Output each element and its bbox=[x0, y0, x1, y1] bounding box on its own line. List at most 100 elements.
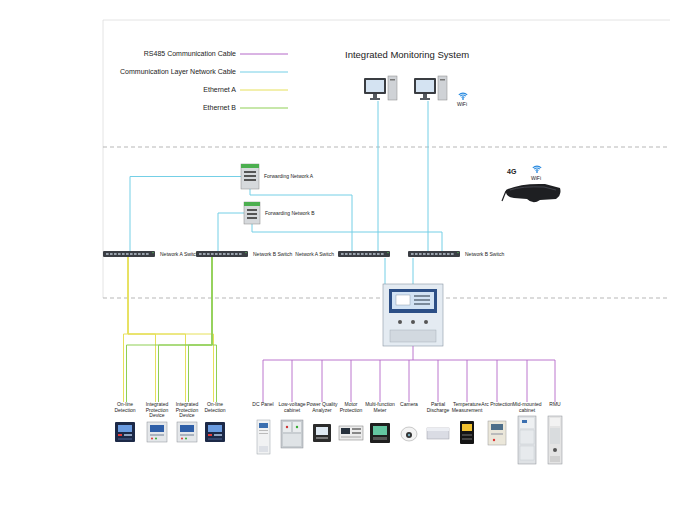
icon-part bbox=[219, 253, 222, 255]
annotation-label: WiFi bbox=[457, 101, 467, 107]
icon-part bbox=[247, 217, 257, 219]
icon-part bbox=[550, 428, 560, 444]
monitor-stand bbox=[373, 94, 377, 98]
switch-illustration bbox=[244, 202, 260, 224]
icon-part bbox=[357, 253, 360, 255]
edge-group bbox=[124, 177, 443, 403]
icon-part bbox=[286, 426, 288, 428]
icon-part bbox=[361, 253, 364, 255]
device-illustration bbox=[482, 420, 512, 466]
node-label: Network B Switch bbox=[465, 251, 504, 258]
icon-part bbox=[408, 434, 410, 436]
node-label: Camera bbox=[393, 402, 425, 408]
rs485-cable bbox=[292, 360, 293, 402]
switch-illustration bbox=[408, 251, 460, 257]
icon-part bbox=[491, 424, 503, 430]
icon-part bbox=[427, 428, 449, 431]
device-illustration bbox=[142, 420, 172, 466]
icon-part bbox=[215, 253, 218, 255]
field-device: Motor Protection bbox=[336, 402, 366, 466]
network-connector bbox=[159, 257, 213, 402]
rs485-cable bbox=[527, 360, 528, 402]
monitor-frame bbox=[414, 78, 436, 94]
cabinet-panel bbox=[389, 289, 437, 313]
glasses-highlight bbox=[510, 187, 556, 190]
icon-part bbox=[548, 416, 562, 464]
icon-part bbox=[231, 253, 234, 255]
icon-part bbox=[435, 253, 438, 255]
icon-part bbox=[151, 438, 153, 440]
cabinet-indicator bbox=[414, 295, 430, 297]
icon-part bbox=[462, 424, 472, 431]
icon-part bbox=[118, 434, 122, 436]
icon-part bbox=[227, 253, 230, 255]
network-switch: Network A Switch bbox=[103, 251, 155, 257]
icon-part bbox=[241, 164, 259, 168]
device-illustration bbox=[394, 420, 424, 466]
node-label: Network B Switch bbox=[253, 251, 292, 258]
icon-part bbox=[352, 432, 361, 434]
icon-part bbox=[338, 251, 390, 257]
icon-part bbox=[214, 434, 222, 436]
field-device: Arc Protection bbox=[482, 402, 512, 466]
cabinet-knob bbox=[411, 320, 415, 324]
icon-part bbox=[520, 446, 534, 460]
network-cable bbox=[413, 258, 414, 284]
node-label: Temperature Measurement bbox=[451, 402, 483, 413]
computer-tower bbox=[438, 76, 447, 100]
icon-part bbox=[491, 433, 503, 435]
icon-part bbox=[110, 253, 113, 255]
icon-part bbox=[106, 253, 109, 255]
wifi-arc bbox=[536, 169, 539, 171]
icon-part bbox=[155, 438, 157, 440]
network-connector bbox=[128, 257, 214, 402]
icon-part bbox=[118, 253, 121, 255]
network-connector bbox=[128, 257, 186, 402]
icon-part bbox=[283, 422, 291, 432]
glasses-body bbox=[506, 184, 561, 202]
legend-text: Communication Layer Network Cable bbox=[0, 68, 236, 75]
wifi-arc bbox=[533, 166, 541, 168]
icon-part bbox=[293, 422, 301, 432]
network-connector bbox=[130, 177, 241, 252]
device-illustration bbox=[365, 420, 395, 466]
icon-part bbox=[181, 438, 183, 440]
node-label: Multi-function Meter bbox=[364, 402, 396, 413]
field-device: RMU bbox=[540, 402, 570, 466]
switch-illustration bbox=[241, 164, 259, 189]
device-illustration bbox=[307, 420, 337, 466]
network-connector bbox=[250, 189, 352, 251]
computer-workstation bbox=[364, 76, 397, 100]
network-connector bbox=[127, 257, 213, 402]
icon-part bbox=[244, 171, 256, 173]
device-illustration bbox=[540, 420, 570, 466]
wifi-arc bbox=[460, 95, 466, 96]
monitor-base bbox=[420, 98, 430, 100]
icon-part bbox=[122, 253, 125, 255]
icon-part bbox=[114, 253, 117, 255]
icon-part bbox=[147, 422, 167, 442]
icon-part bbox=[259, 433, 268, 434]
monitor-screen bbox=[416, 80, 434, 92]
icon-part bbox=[259, 446, 268, 452]
field-device: Mid-mounted cabinet bbox=[512, 402, 542, 466]
glasses-strap bbox=[502, 191, 506, 201]
monitor-screen bbox=[366, 80, 384, 92]
icon-part bbox=[211, 253, 214, 255]
node-label: Forwarding Network A bbox=[264, 173, 313, 180]
annotation-label: 4G bbox=[507, 168, 516, 175]
icon-part bbox=[341, 436, 361, 438]
icon-part bbox=[373, 426, 387, 435]
cabinet-lower-panel bbox=[390, 330, 436, 342]
icon-part bbox=[447, 253, 450, 255]
icon-part bbox=[457, 252, 458, 253]
rs485-cable bbox=[351, 360, 352, 402]
network-switch: Network B Switch bbox=[408, 251, 460, 257]
icon-part bbox=[408, 251, 460, 257]
node-label: Integrated Protection Device bbox=[171, 402, 203, 419]
switch-illustration bbox=[103, 251, 155, 257]
rs485-cable bbox=[438, 360, 439, 402]
wifi-icon bbox=[459, 93, 467, 100]
icon-part bbox=[235, 253, 238, 255]
